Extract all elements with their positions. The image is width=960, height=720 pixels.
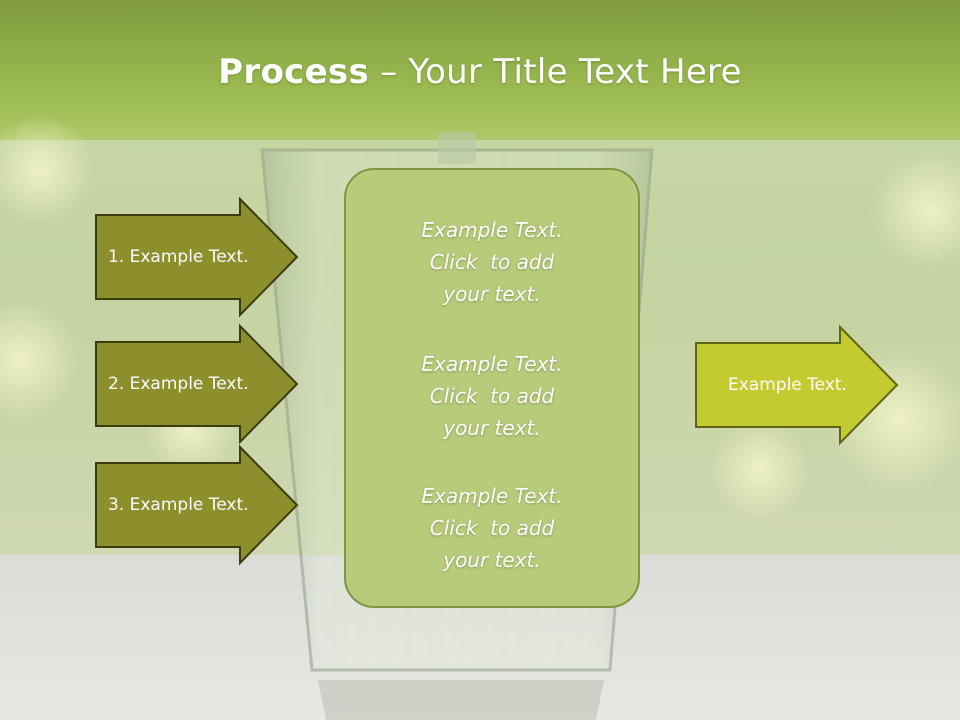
arrow-2-label: 2. Example Text. [108, 374, 249, 394]
block-1-line-1: Example Text. [421, 218, 563, 242]
process-arrow-1[interactable]: 1. Example Text. [95, 196, 299, 318]
block-3-line-3: your text. [443, 548, 541, 572]
process-arrow-2[interactable]: 2. Example Text. [95, 323, 299, 445]
block-2-line-3: your text. [443, 416, 541, 440]
center-text-block-2[interactable]: Example Text. Click to add your text. [346, 348, 638, 444]
arrow-3-label: 3. Example Text. [108, 495, 249, 515]
result-arrow-label: Example Text. [728, 375, 847, 395]
center-text-box[interactable]: Example Text. Click to add your text. Ex… [344, 168, 640, 608]
result-arrow[interactable]: Example Text. [695, 324, 899, 446]
block-2-line-1: Example Text. [421, 352, 563, 376]
arrow-2-shape [95, 323, 299, 445]
block-2-line-2: Click to add [429, 384, 555, 408]
block-3-line-2: Click to add [429, 516, 555, 540]
block-1-line-3: your text. [443, 282, 541, 306]
arrow-3-shape [95, 444, 299, 566]
title-bold: Process [218, 52, 370, 92]
slide-title: Process – Your Title Text Here [0, 52, 960, 92]
process-arrow-3[interactable]: 3. Example Text. [95, 444, 299, 566]
center-text-block-3[interactable]: Example Text. Click to add your text. [346, 480, 638, 576]
center-text-block-1[interactable]: Example Text. Click to add your text. [346, 214, 638, 310]
arrow-1-shape [95, 196, 299, 318]
result-arrow-shape [695, 324, 899, 446]
block-3-line-1: Example Text. [421, 484, 563, 508]
title-rest: – Your Title Text Here [369, 52, 742, 92]
arrow-1-label: 1. Example Text. [108, 247, 249, 267]
block-1-line-2: Click to add [429, 250, 555, 274]
